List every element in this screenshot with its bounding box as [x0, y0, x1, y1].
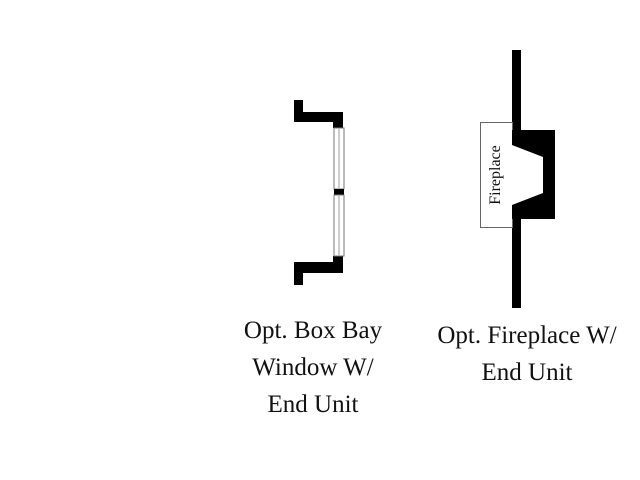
- window-mullion: [334, 189, 344, 195]
- caption-line: Opt. Fireplace W/: [437, 322, 617, 349]
- caption-line: End Unit: [267, 391, 359, 418]
- fireplace-plan: Fireplace: [480, 50, 555, 308]
- caption-line: End Unit: [481, 359, 573, 386]
- box-bay-top-wall: [294, 100, 343, 128]
- box-bay-window-plan: [294, 100, 345, 285]
- fireplace-label: Fireplace: [487, 145, 504, 205]
- caption-line: Opt. Box Bay: [243, 317, 383, 344]
- firebox: [512, 145, 543, 205]
- fireplace-caption: Opt. Fireplace W/ End Unit: [407, 317, 640, 391]
- box-bay-bottom-wall: [294, 256, 343, 285]
- box-bay-caption: Opt. Box Bay Window W/ End Unit: [213, 312, 413, 423]
- caption-line: Window W/: [252, 354, 374, 381]
- fireplace-hearth-box: [480, 122, 513, 228]
